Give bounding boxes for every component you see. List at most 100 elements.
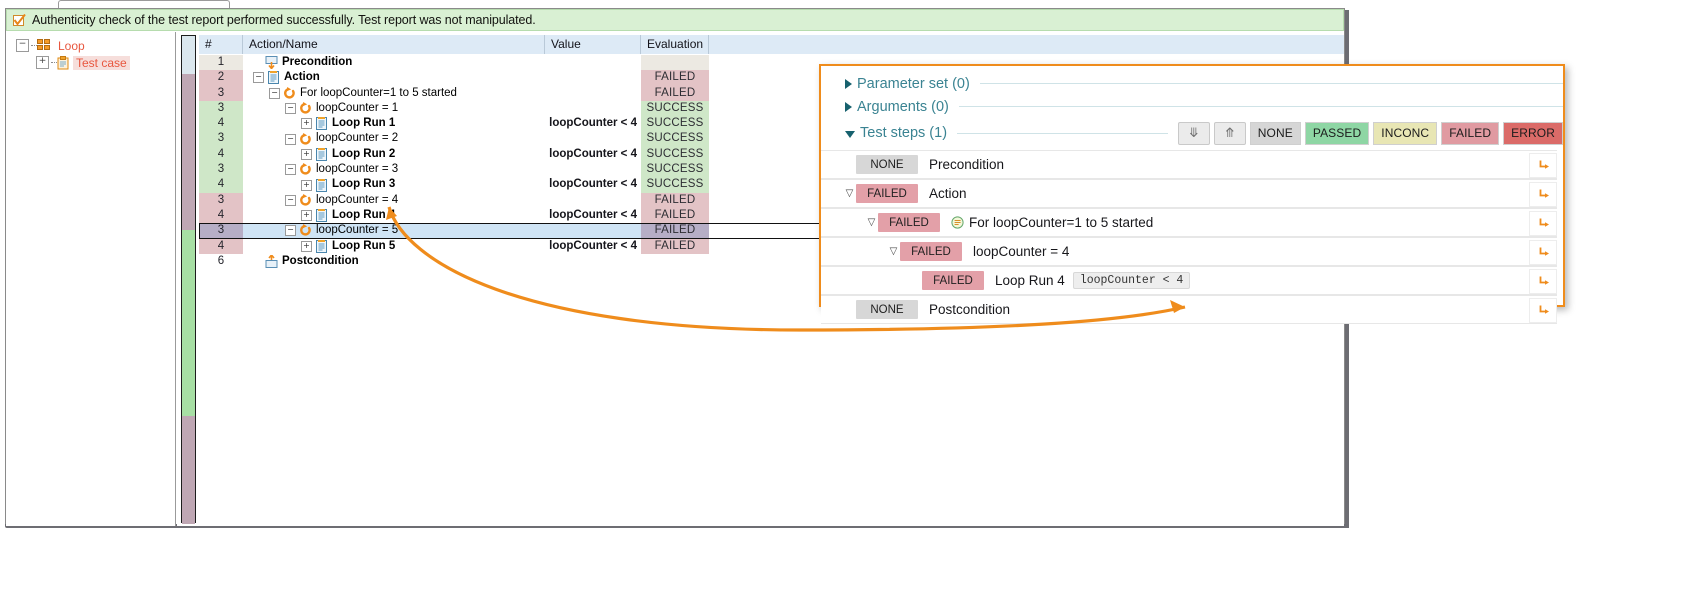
test-step-label-wrap: Action: [929, 186, 967, 201]
table-cell-evaluation: SUCCESS: [641, 177, 709, 193]
table-cell-evaluation: FAILED: [641, 223, 709, 239]
section-parameter-set[interactable]: Parameter set (0): [821, 72, 1563, 95]
filter-inconc-button[interactable]: INCONC: [1373, 121, 1438, 145]
section-test-steps-label: Test steps (1): [860, 125, 948, 141]
test-step-label-wrap: loopCounter = 4: [973, 244, 1069, 259]
test-step-row[interactable]: ▽FAILED Action: [821, 179, 1557, 208]
sidebar-item-loop-label: Loop: [58, 38, 85, 53]
goto-step-icon[interactable]: [1529, 298, 1557, 323]
expander-plus-icon[interactable]: +: [301, 148, 312, 160]
goto-step-icon[interactable]: [1529, 269, 1557, 294]
test-case-icon: [57, 55, 69, 70]
tab-stub[interactable]: [58, 0, 230, 11]
tree-connector: [51, 61, 57, 64]
sidebar-item-loop[interactable]: − Loop: [6, 37, 175, 54]
table-cell-value: [545, 55, 641, 70]
expander-plus-icon[interactable]: +: [301, 118, 312, 130]
table-cell-number: 3: [199, 223, 243, 239]
table-cell-number: 3: [199, 131, 243, 147]
column-header-value[interactable]: Value: [545, 35, 641, 54]
test-step-label-wrap: Precondition: [929, 157, 1004, 172]
goto-step-icon[interactable]: [1529, 211, 1557, 236]
caret-down-icon[interactable]: ▽: [845, 188, 854, 199]
filter-error-button[interactable]: ERROR: [1503, 121, 1563, 145]
chevron-down-icon[interactable]: [845, 130, 855, 138]
filter-passed-button[interactable]: PASSED: [1304, 121, 1370, 145]
table-cell-action-name: −Action: [243, 70, 545, 85]
section-test-steps[interactable]: Test steps (1) ⤋ ⤊ NONE PASSED INCONC FA…: [821, 118, 1563, 148]
table-cell-value: loopCounter < 4: [549, 239, 637, 252]
table-row-label: Loop Run 5: [332, 239, 396, 252]
filter-failed-button[interactable]: FAILED: [1441, 121, 1500, 145]
test-step-label: loopCounter = 4: [973, 244, 1070, 259]
goto-step-icon[interactable]: [1529, 182, 1557, 207]
sidebar-item-test-case[interactable]: + Test case: [6, 54, 175, 71]
column-header-action-name[interactable]: Action/Name: [243, 35, 545, 54]
caret-down-icon[interactable]: ▽: [867, 217, 876, 228]
expander-minus-icon[interactable]: −: [16, 39, 29, 52]
column-header-evaluation[interactable]: Evaluation: [641, 35, 709, 54]
expander-minus-icon[interactable]: −: [285, 133, 296, 145]
column-header-number[interactable]: #: [199, 35, 243, 54]
precondition-icon: [265, 56, 278, 70]
test-step-label-wrap: Postcondition: [929, 302, 1010, 317]
expander-minus-icon[interactable]: −: [285, 164, 296, 176]
table-cell-number: 4: [199, 207, 243, 224]
table-cell-evaluation: FAILED: [641, 70, 709, 86]
expander-minus-icon[interactable]: −: [253, 72, 264, 84]
navigation-tree: − Loop + Test case: [6, 32, 176, 526]
status-overview-strip[interactable]: [181, 35, 196, 524]
table-cell-number: 3: [199, 100, 243, 117]
expander-minus-icon[interactable]: −: [285, 103, 296, 115]
expander-plus-icon[interactable]: +: [301, 240, 312, 252]
section-rule: [958, 106, 1563, 107]
table-cell-action-name: + Loop Run 5: [243, 239, 545, 254]
table-row-label: loopCounter = 3: [316, 163, 399, 176]
expand-all-icon[interactable]: ⤋: [1177, 121, 1210, 145]
section-arguments[interactable]: Arguments (0): [821, 95, 1563, 118]
expander-plus-icon[interactable]: +: [301, 210, 312, 222]
expander-plus-icon[interactable]: +: [36, 56, 49, 69]
table-cell-evaluation: SUCCESS: [641, 100, 709, 117]
caret-placeholder: ▽: [843, 159, 856, 170]
goto-step-icon[interactable]: [1529, 153, 1557, 178]
expander-minus-icon[interactable]: −: [269, 87, 280, 99]
action-icon: [315, 178, 328, 192]
test-step-label: Loop Run 4: [995, 273, 1065, 288]
table-cell-value: loopCounter < 4: [549, 117, 637, 130]
table-header-row: # Action/Name Value Evaluation: [199, 35, 1344, 55]
collapse-all-icon[interactable]: ⤊: [1213, 121, 1246, 145]
table-cell-evaluation: SUCCESS: [641, 146, 709, 163]
chevron-right-icon[interactable]: [845, 78, 852, 89]
overview-segment: [182, 416, 195, 472]
caret-down-icon[interactable]: ▽: [889, 246, 898, 257]
expander-plus-icon[interactable]: +: [301, 179, 312, 191]
table-row-label: Loop Run 2: [332, 147, 396, 160]
check-mark-icon: [13, 13, 26, 27]
status-badge: FAILED: [856, 184, 918, 203]
test-step-label: Postcondition: [929, 302, 1011, 317]
expander-minus-icon[interactable]: −: [285, 225, 296, 237]
expander-minus-icon[interactable]: −: [285, 194, 296, 206]
chevron-right-icon[interactable]: [845, 101, 852, 112]
table-row-label: For loopCounter=1 to 5 started: [300, 86, 457, 99]
goto-step-icon[interactable]: [1529, 240, 1557, 265]
filter-none-button[interactable]: NONE: [1249, 121, 1301, 145]
caret-placeholder: ▽: [909, 275, 922, 286]
